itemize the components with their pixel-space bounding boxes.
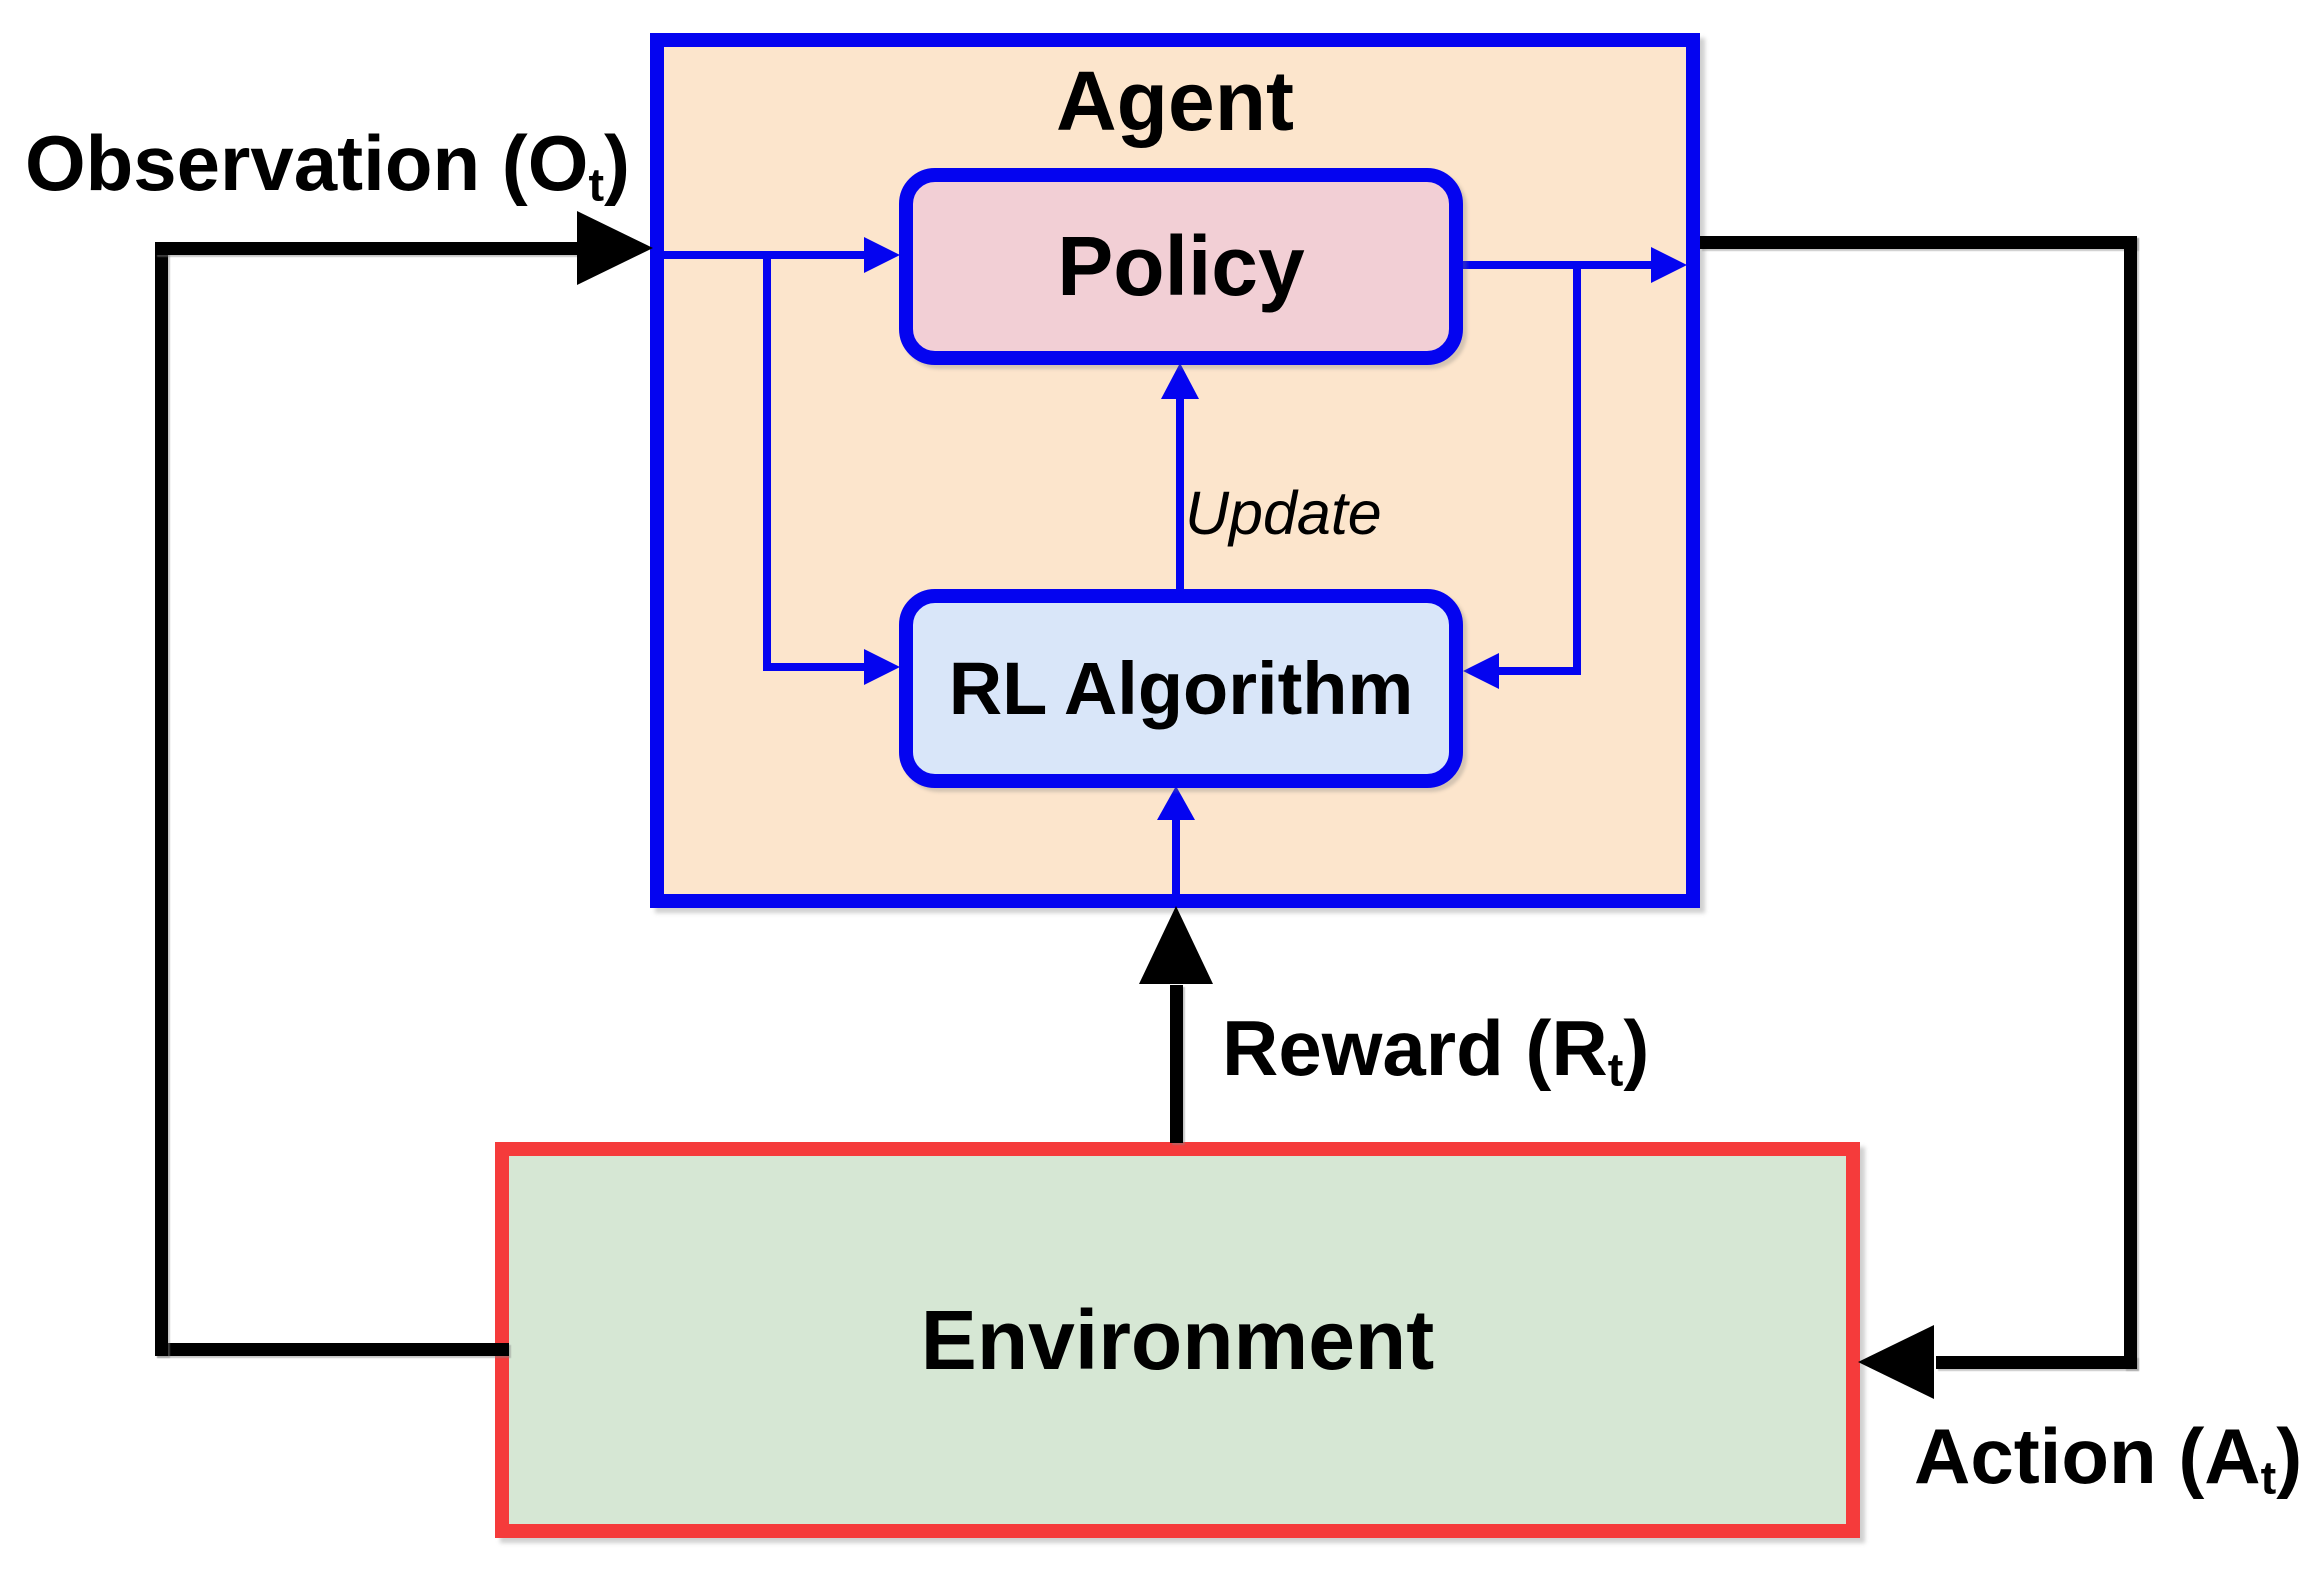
observation-arrowhead [577, 211, 653, 285]
observation-branch-line [763, 251, 771, 671]
observation-label: Observation (Ot) [0, 118, 655, 211]
action-label-close: ) [2276, 1412, 2303, 1500]
update-line [1176, 399, 1184, 589]
observation-label-text: Observation (O [24, 119, 589, 207]
reward-label-close: ) [1623, 1004, 1650, 1092]
rl-algorithm-label: RL Algorithm [948, 647, 1414, 730]
reward-to-rl-line [1172, 818, 1180, 903]
action-line-top [1700, 236, 2137, 249]
action-label: Action (At) [1914, 1411, 2302, 1504]
action-line-bottom [1936, 1356, 2137, 1369]
observation-to-policy-arrowhead [864, 237, 900, 273]
observation-line-bottom [155, 1343, 509, 1356]
reward-to-rl-arrowhead [1157, 786, 1195, 820]
reward-label: Reward (Rt) [1222, 1003, 1649, 1096]
agent-title: Agent [1056, 54, 1294, 148]
update-label: Update [1185, 479, 1382, 547]
environment-label: Environment [920, 1292, 1435, 1387]
reward-label-text: Reward (R [1222, 1004, 1608, 1092]
environment-box: Environment [495, 1142, 1860, 1538]
rl-algorithm-box: RL Algorithm [899, 589, 1463, 788]
observation-line-top [155, 242, 579, 255]
action-label-subscript: t [2260, 1451, 2277, 1504]
update-arrowhead [1161, 363, 1199, 399]
observation-to-rl-line [763, 663, 864, 671]
policy-output-line [1463, 261, 1651, 269]
action-branch-line [1573, 261, 1581, 675]
policy-output-arrowhead [1651, 247, 1687, 283]
action-arrowhead [1858, 1325, 1934, 1399]
action-label-text: Action (A [1914, 1412, 2261, 1500]
observation-to-rl-arrowhead [864, 649, 900, 685]
policy-label: Policy [1057, 219, 1305, 313]
action-to-rl-arrowhead [1463, 653, 1499, 689]
observation-label-subscript: t [588, 158, 605, 211]
observation-line-vertical [155, 242, 168, 1356]
action-line-vertical [2124, 236, 2137, 1369]
reward-arrowhead [1139, 906, 1213, 984]
action-to-rl-line [1499, 667, 1573, 675]
policy-box: Policy [899, 168, 1463, 365]
reward-line [1170, 985, 1183, 1143]
reward-label-subscript: t [1607, 1043, 1624, 1096]
observation-label-close: ) [604, 119, 631, 207]
